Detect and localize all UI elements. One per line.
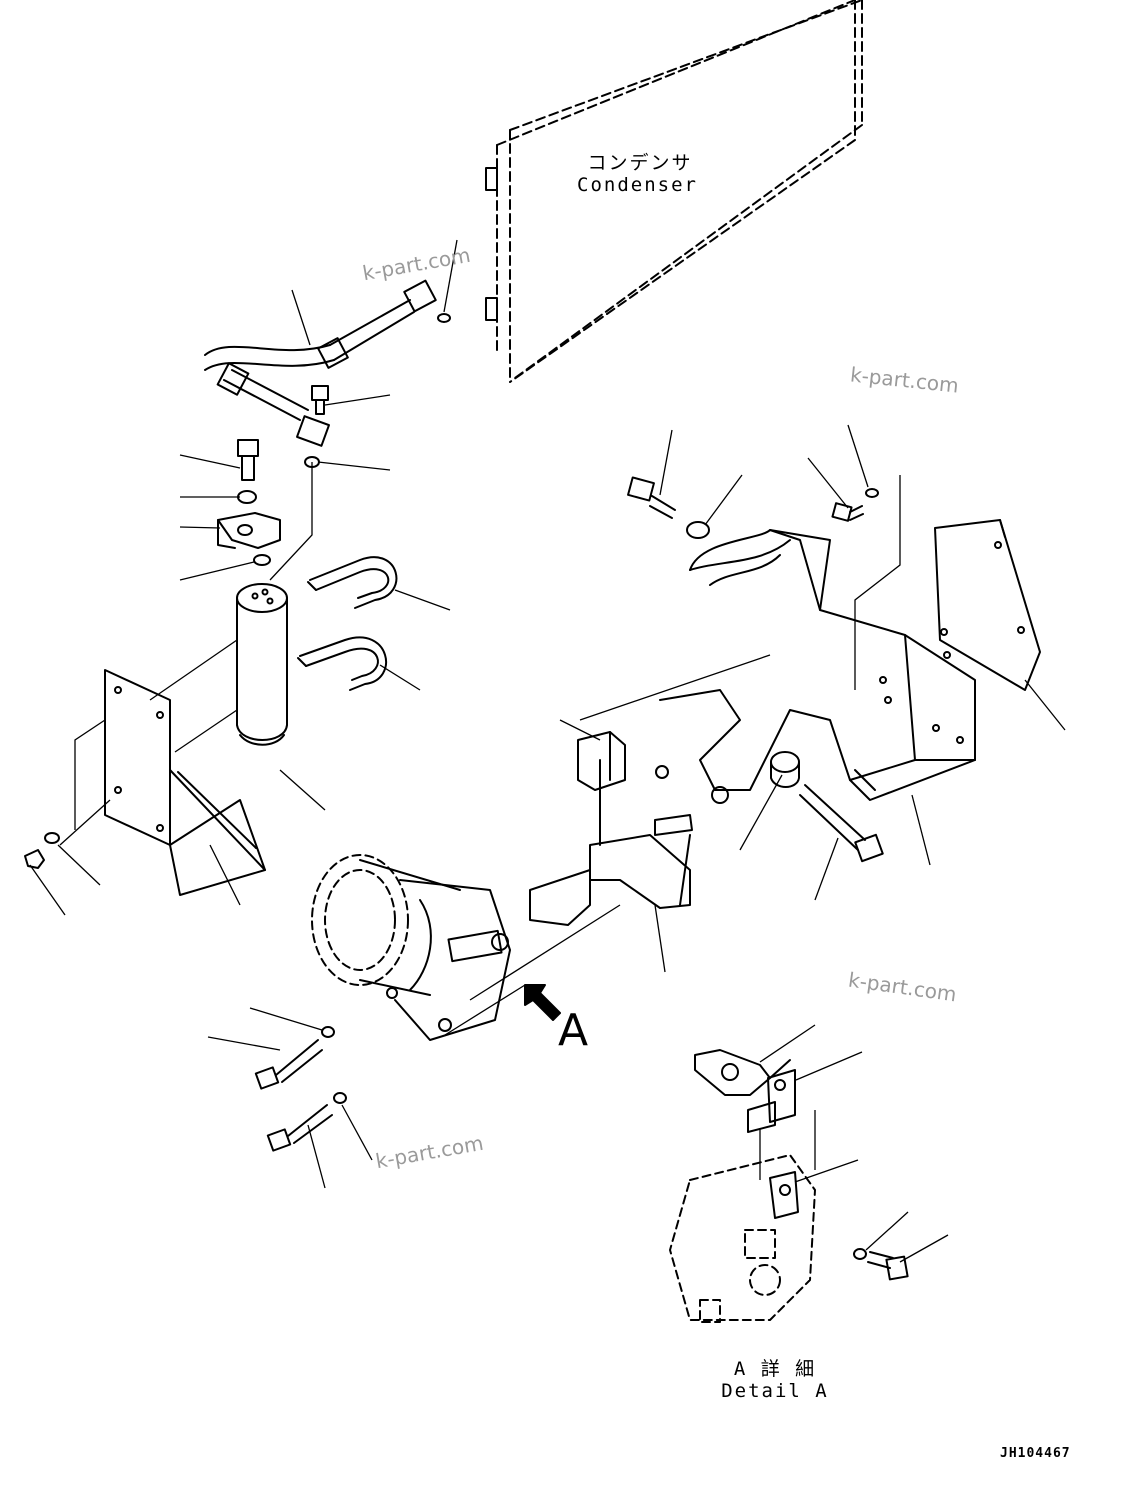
bracket-washer (686, 521, 710, 539)
compressor-washer (333, 1092, 347, 1104)
dryer-fitting (217, 512, 281, 549)
condenser-label-jp: コンデンサ (587, 152, 693, 174)
receiver-dryer (236, 583, 288, 746)
dryer-o-ring (253, 554, 271, 566)
detail-a-compressor (669, 1154, 816, 1323)
detail-a-bracket (694, 1049, 791, 1096)
mounting-plate (934, 519, 1041, 691)
leader-lines (29, 239, 1066, 1263)
hose-bolt (311, 385, 329, 415)
o-ring (437, 313, 451, 323)
compressor-bolt (266, 1104, 333, 1152)
bracket-washer-small (865, 488, 879, 498)
detail-a-bolt (867, 1251, 909, 1281)
compressor-support-bracket (529, 731, 693, 926)
compressor-bracket (655, 529, 976, 804)
condenser (496, 0, 863, 383)
arrow-up-left-icon (524, 984, 561, 1021)
detail-a-label-en: Detail A (721, 1380, 829, 1402)
nut (24, 849, 45, 869)
dryer-bracket (104, 669, 266, 896)
dryer-washer (237, 490, 257, 504)
detail-a-washer (853, 1248, 867, 1260)
bracket-bolt (627, 476, 676, 519)
u-bolt (307, 556, 398, 609)
spacer (770, 751, 800, 788)
detail-a-label-jp: A 詳 細 (733, 1358, 817, 1380)
dryer-bolt (237, 439, 259, 481)
condenser-label-en: Condenser (577, 174, 698, 196)
compressor-bolt (254, 1039, 323, 1090)
detail-a-clip (747, 1069, 796, 1133)
bracket-bolt-small (831, 502, 864, 522)
long-bolt (799, 784, 884, 863)
condenser-mount-tabs (485, 167, 498, 321)
view-a-label: A (558, 1005, 589, 1056)
compressor (311, 854, 511, 1041)
detail-a-clamp (769, 1171, 799, 1219)
compressor-washer (321, 1026, 335, 1038)
washer (44, 832, 60, 844)
u-bolt (297, 636, 388, 691)
drawing-code: JH104467 (1000, 1446, 1071, 1461)
discharge-hose (204, 279, 437, 447)
